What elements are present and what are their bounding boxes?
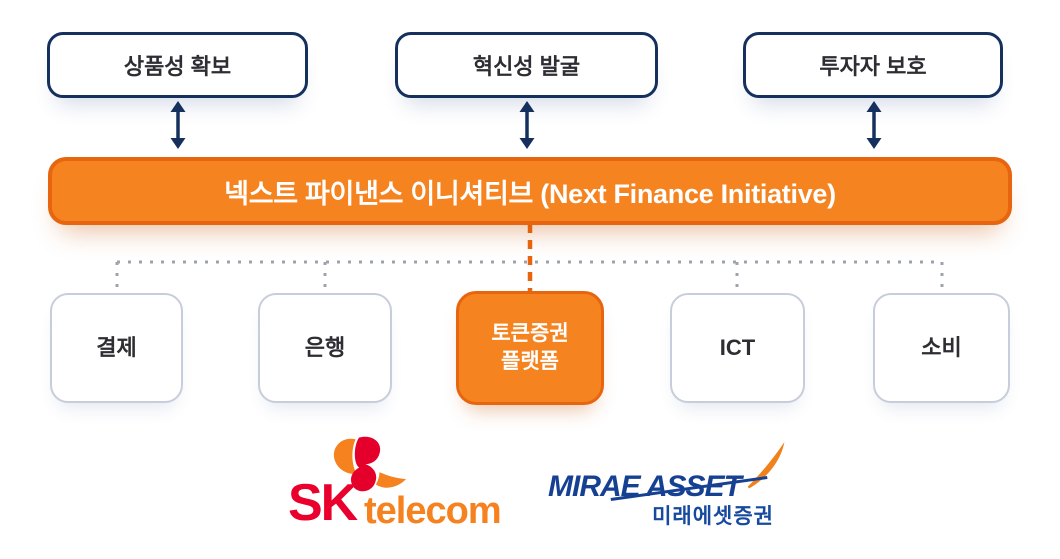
sector-box-consumption: 소비: [873, 293, 1010, 403]
sector-box-bank: 은행: [258, 293, 392, 403]
sector-box-ict: ICT: [670, 293, 805, 403]
goal-label: 상품성 확보: [123, 54, 232, 79]
mirae-asset-en-text: MIRAE ASSET: [548, 470, 742, 503]
sector-label: 결제: [96, 335, 137, 361]
goal-box-product-viability: 상품성 확보: [47, 32, 308, 98]
sector-label: ICT: [719, 335, 756, 361]
sector-box-payment: 결제: [50, 293, 183, 403]
double-arrow-icon: [866, 101, 882, 149]
sector-label: 은행: [304, 335, 346, 361]
sector-label: 토큰증권 플랫폼: [491, 321, 569, 373]
double-arrow-icon: [170, 101, 186, 149]
double-arrow-icon: [519, 101, 535, 149]
goal-box-investor-protection: 투자자 보호: [743, 32, 1003, 98]
goal-box-innovation-discovery: 혁신성 발굴: [395, 32, 658, 98]
sk-logo-text: SK: [288, 474, 358, 532]
mirae-swoosh-icon: [747, 442, 785, 489]
goal-label: 혁신성 발굴: [472, 54, 581, 79]
sector-box-token-securities-platform: 토큰증권 플랫폼: [456, 291, 604, 405]
telecom-logo-text: telecom: [364, 490, 502, 532]
initiative-banner: 넥스트 파이낸스 이니셔티브 (Next Finance Initiative): [48, 157, 1012, 225]
initiative-banner-label: 넥스트 파이낸스 이니셔티브 (Next Finance Initiative): [224, 178, 836, 209]
sk-telecom-logo: SK telecom: [288, 436, 520, 538]
sk-butterfly-icon: [333, 436, 407, 492]
mirae-asset-kr-text: 미래에셋증권: [652, 505, 774, 528]
goal-label: 투자자 보호: [819, 54, 927, 79]
mirae-asset-logo: MIRAE ASSET 미래에셋증권: [548, 440, 788, 535]
sector-label: 소비: [921, 335, 962, 361]
